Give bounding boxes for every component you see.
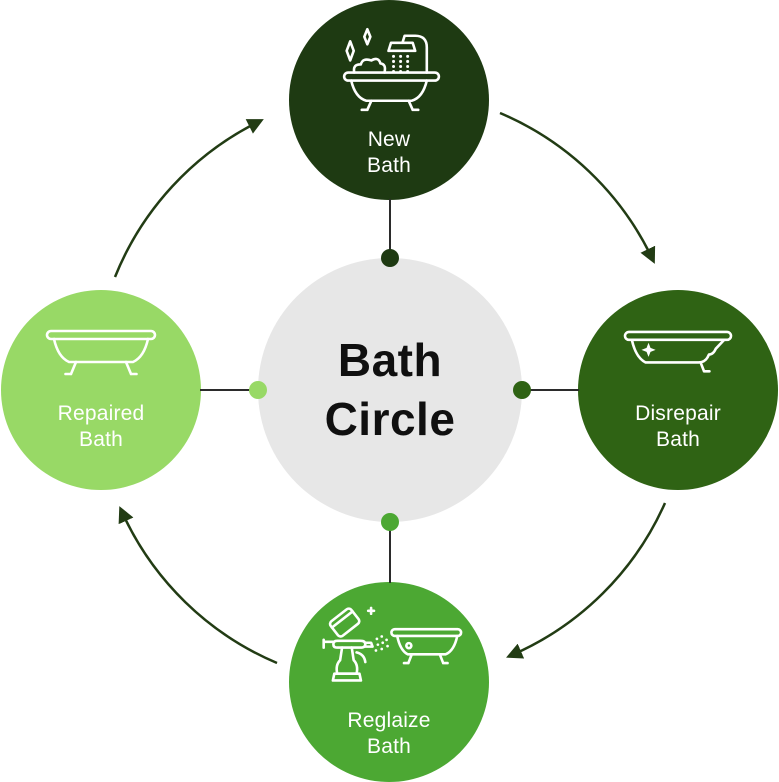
- spray-reglaze-bathtub-icon: [314, 604, 464, 696]
- center-circle: Bath Circle: [258, 258, 522, 522]
- bathtub-icon: [45, 327, 157, 389]
- node-repaired-bath: Repaired Bath: [1, 290, 201, 490]
- sparkling-bath-shower-icon: [326, 22, 452, 115]
- cracked-bathtub-icon: [623, 328, 733, 389]
- cycle-arrow-bottom-right: [506, 502, 667, 659]
- diagram-title: Bath Circle: [324, 334, 456, 445]
- new-bath-label: New Bath: [367, 127, 411, 177]
- node-reglaize-bath: Reglaize Bath: [289, 582, 489, 782]
- node-disrepair-bath: Disrepair Bath: [578, 290, 778, 490]
- node-new-bath: New Bath: [289, 0, 489, 200]
- reglaize-bath-label: Reglaize Bath: [347, 709, 431, 758]
- disrepair-bath-label: Disrepair Bath: [635, 401, 721, 451]
- repaired-bath-label: Repaired Bath: [57, 402, 145, 451]
- cycle-arrow-bottom-left: [118, 506, 278, 665]
- cycle-arrow-top-left: [113, 119, 264, 278]
- cycle-arrow-top-right: [499, 111, 656, 264]
